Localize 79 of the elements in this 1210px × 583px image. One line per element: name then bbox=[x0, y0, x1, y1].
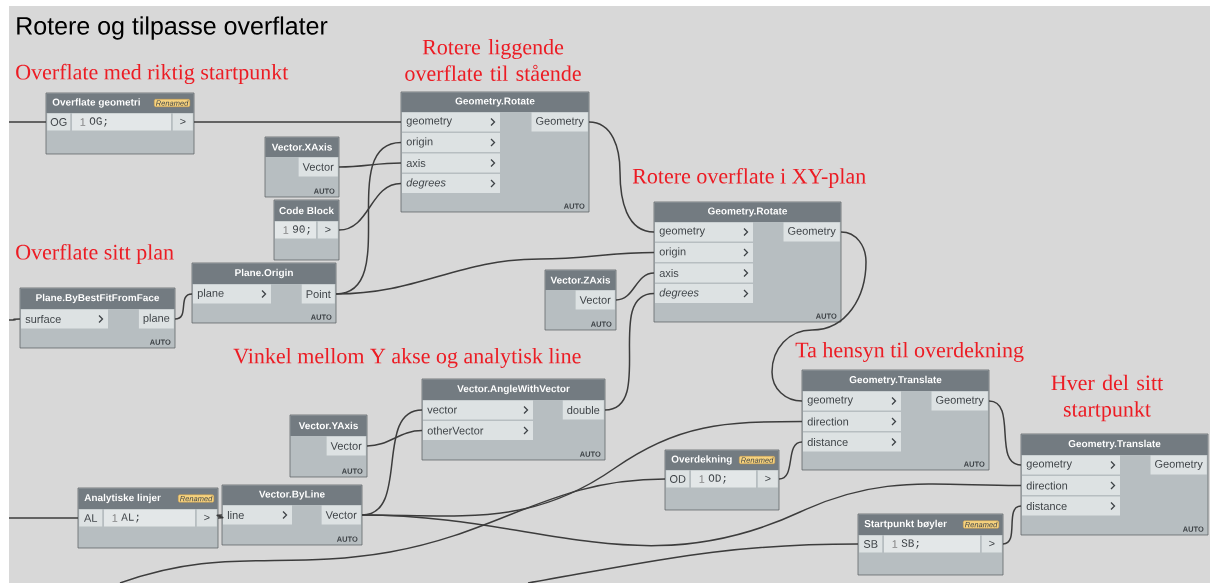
wire bbox=[615, 272, 655, 301]
output-port: Geometry bbox=[931, 391, 988, 411]
input-port: surface bbox=[21, 309, 108, 329]
node-title: Vector.AngleWithVector bbox=[457, 384, 570, 395]
output-port: Vector bbox=[575, 290, 615, 310]
node-title: Analytiske linjer bbox=[84, 493, 161, 504]
wire bbox=[588, 121, 655, 233]
annotation: Overflate med riktig startpunkt bbox=[16, 63, 289, 85]
node-title: Overdekning bbox=[671, 455, 732, 465]
wire bbox=[527, 543, 859, 583]
node-title: Geometry.Rotate bbox=[455, 97, 535, 107]
wire bbox=[119, 478, 666, 583]
wire bbox=[216, 514, 224, 519]
output-port: Point bbox=[301, 284, 335, 304]
output-port: Vector bbox=[326, 436, 366, 456]
output-port: double bbox=[562, 400, 604, 420]
node-title: Geometry.Rotate bbox=[708, 207, 788, 217]
input-port: axis bbox=[655, 263, 753, 283]
annotation: Rotere overflate i XY-plan bbox=[632, 167, 866, 189]
input-port: geometry bbox=[1022, 455, 1120, 475]
input-port: origin bbox=[655, 243, 753, 262]
node-title: Overflate geometri bbox=[52, 98, 140, 108]
wire bbox=[1002, 505, 1022, 545]
input-port: degrees bbox=[402, 174, 500, 193]
input-port: axis bbox=[402, 153, 500, 173]
node-title: Code Block bbox=[279, 206, 334, 215]
node-title: Vector.YAxis bbox=[298, 421, 358, 430]
wire bbox=[338, 182, 402, 231]
input-port: SB bbox=[859, 535, 883, 553]
annotation: Hver del sitt startpunkt bbox=[1051, 374, 1164, 422]
output-port: plane bbox=[138, 309, 174, 329]
node-title: Plane.ByBestFitFromFace bbox=[36, 293, 160, 304]
wire bbox=[8, 517, 79, 519]
node-title: Vector.ZAxis bbox=[550, 276, 611, 284]
title: Rotere og tilpasse overflater bbox=[17, 16, 328, 40]
wire bbox=[338, 162, 402, 168]
output-port: Vector bbox=[321, 505, 361, 525]
input-port: geometry bbox=[803, 391, 901, 411]
wire bbox=[778, 441, 803, 480]
code-field: 1 AL; bbox=[104, 509, 195, 527]
input-port: OD bbox=[666, 470, 690, 488]
wire bbox=[174, 293, 193, 320]
wire bbox=[8, 318, 21, 321]
input-port: OG bbox=[47, 113, 71, 131]
input-port: AL bbox=[79, 509, 103, 527]
code-field: 1 SB; bbox=[884, 535, 980, 553]
wire bbox=[988, 400, 1022, 466]
wire bbox=[604, 292, 655, 411]
wire bbox=[193, 121, 402, 123]
input-port: geometry bbox=[655, 222, 753, 242]
node-title: Vector.XAxis bbox=[271, 143, 332, 151]
node-title: Startpunkt bøyler bbox=[864, 519, 947, 530]
output-port: Vector bbox=[298, 157, 338, 177]
wire bbox=[8, 121, 47, 123]
wire bbox=[771, 231, 867, 402]
annotation: Vinkel mellom Y akse og analytisk line bbox=[233, 348, 581, 368]
input-port: vector bbox=[423, 400, 533, 420]
input-port: plane bbox=[193, 284, 271, 304]
node-title: Plane.Origin bbox=[235, 268, 293, 279]
input-port: origin bbox=[402, 133, 500, 152]
node-title: Geometry.Translate bbox=[1068, 439, 1161, 450]
input-port: line bbox=[223, 505, 292, 525]
wire bbox=[335, 251, 655, 295]
annotation: Ta hensyn til overdekning bbox=[795, 342, 1024, 362]
input-port: distance bbox=[1022, 496, 1120, 516]
output-port: Geometry bbox=[531, 112, 588, 132]
code-field: 1 90; bbox=[275, 221, 316, 239]
input-port: distance bbox=[803, 432, 901, 452]
output-port: Geometry bbox=[1150, 455, 1207, 475]
code-field: 1 OD; bbox=[691, 470, 756, 488]
output-port: Geometry bbox=[783, 222, 840, 242]
annotation: Overflate sitt plan bbox=[16, 243, 174, 265]
wire bbox=[361, 483, 1022, 547]
node-title: Vector.ByLine bbox=[259, 490, 325, 500]
input-port: geometry bbox=[402, 112, 500, 132]
code-field: 1 OG; bbox=[72, 113, 171, 131]
node-title: Geometry.Translate bbox=[849, 375, 942, 386]
wire bbox=[366, 429, 423, 447]
input-port: degrees bbox=[655, 284, 753, 303]
